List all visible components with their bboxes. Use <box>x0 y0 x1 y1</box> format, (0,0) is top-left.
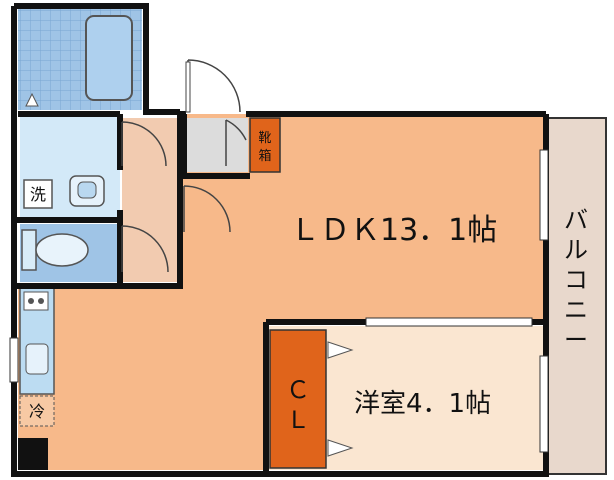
front-door-panel <box>185 61 191 113</box>
shoe-box <box>249 117 281 173</box>
washer-box <box>23 179 53 209</box>
stove-burner-icon <box>28 298 34 304</box>
shoe-box-label: 靴 <box>258 131 271 146</box>
shoe-box-label: 箱 <box>258 148 271 164</box>
kitchen-sink-icon <box>25 343 49 375</box>
washbasin-bowl-icon <box>77 181 97 199</box>
bathtub <box>85 15 133 101</box>
western-room-label: 洋室4．1帖 <box>354 389 491 419</box>
closet-label: Ｃ <box>286 376 310 404</box>
window <box>539 355 549 453</box>
washer-label: 洗 <box>30 185 46 204</box>
closet-door-icon <box>327 341 354 359</box>
balcony <box>545 117 607 475</box>
entrance-floor <box>186 118 248 172</box>
closet <box>269 329 327 469</box>
balcony-label: ー <box>564 326 588 354</box>
stove-box <box>23 291 49 311</box>
closet-door-icon <box>327 439 354 457</box>
ldk-label: ＬＤＫ13．1帖 <box>290 213 497 248</box>
window <box>539 149 549 241</box>
balcony-label: ル <box>564 236 588 264</box>
window <box>365 317 533 327</box>
fridge-label: 冷 <box>29 402 45 421</box>
bath-floor-drain-icon <box>25 92 39 107</box>
ldk-floor <box>18 114 546 470</box>
closet-label: Ｌ <box>286 406 310 434</box>
balcony-label: バ <box>564 206 588 234</box>
stove-burner-icon <box>38 298 44 304</box>
balcony-label: コ <box>564 266 588 294</box>
hallway-floor <box>122 118 180 282</box>
window <box>9 337 19 383</box>
toilet-tank <box>21 229 37 271</box>
balcony-label: ニ <box>564 296 588 324</box>
doors <box>121 59 247 273</box>
pipe-shaft <box>18 438 48 470</box>
fridge-box <box>19 395 55 427</box>
toilet-bowl-icon <box>35 233 89 267</box>
